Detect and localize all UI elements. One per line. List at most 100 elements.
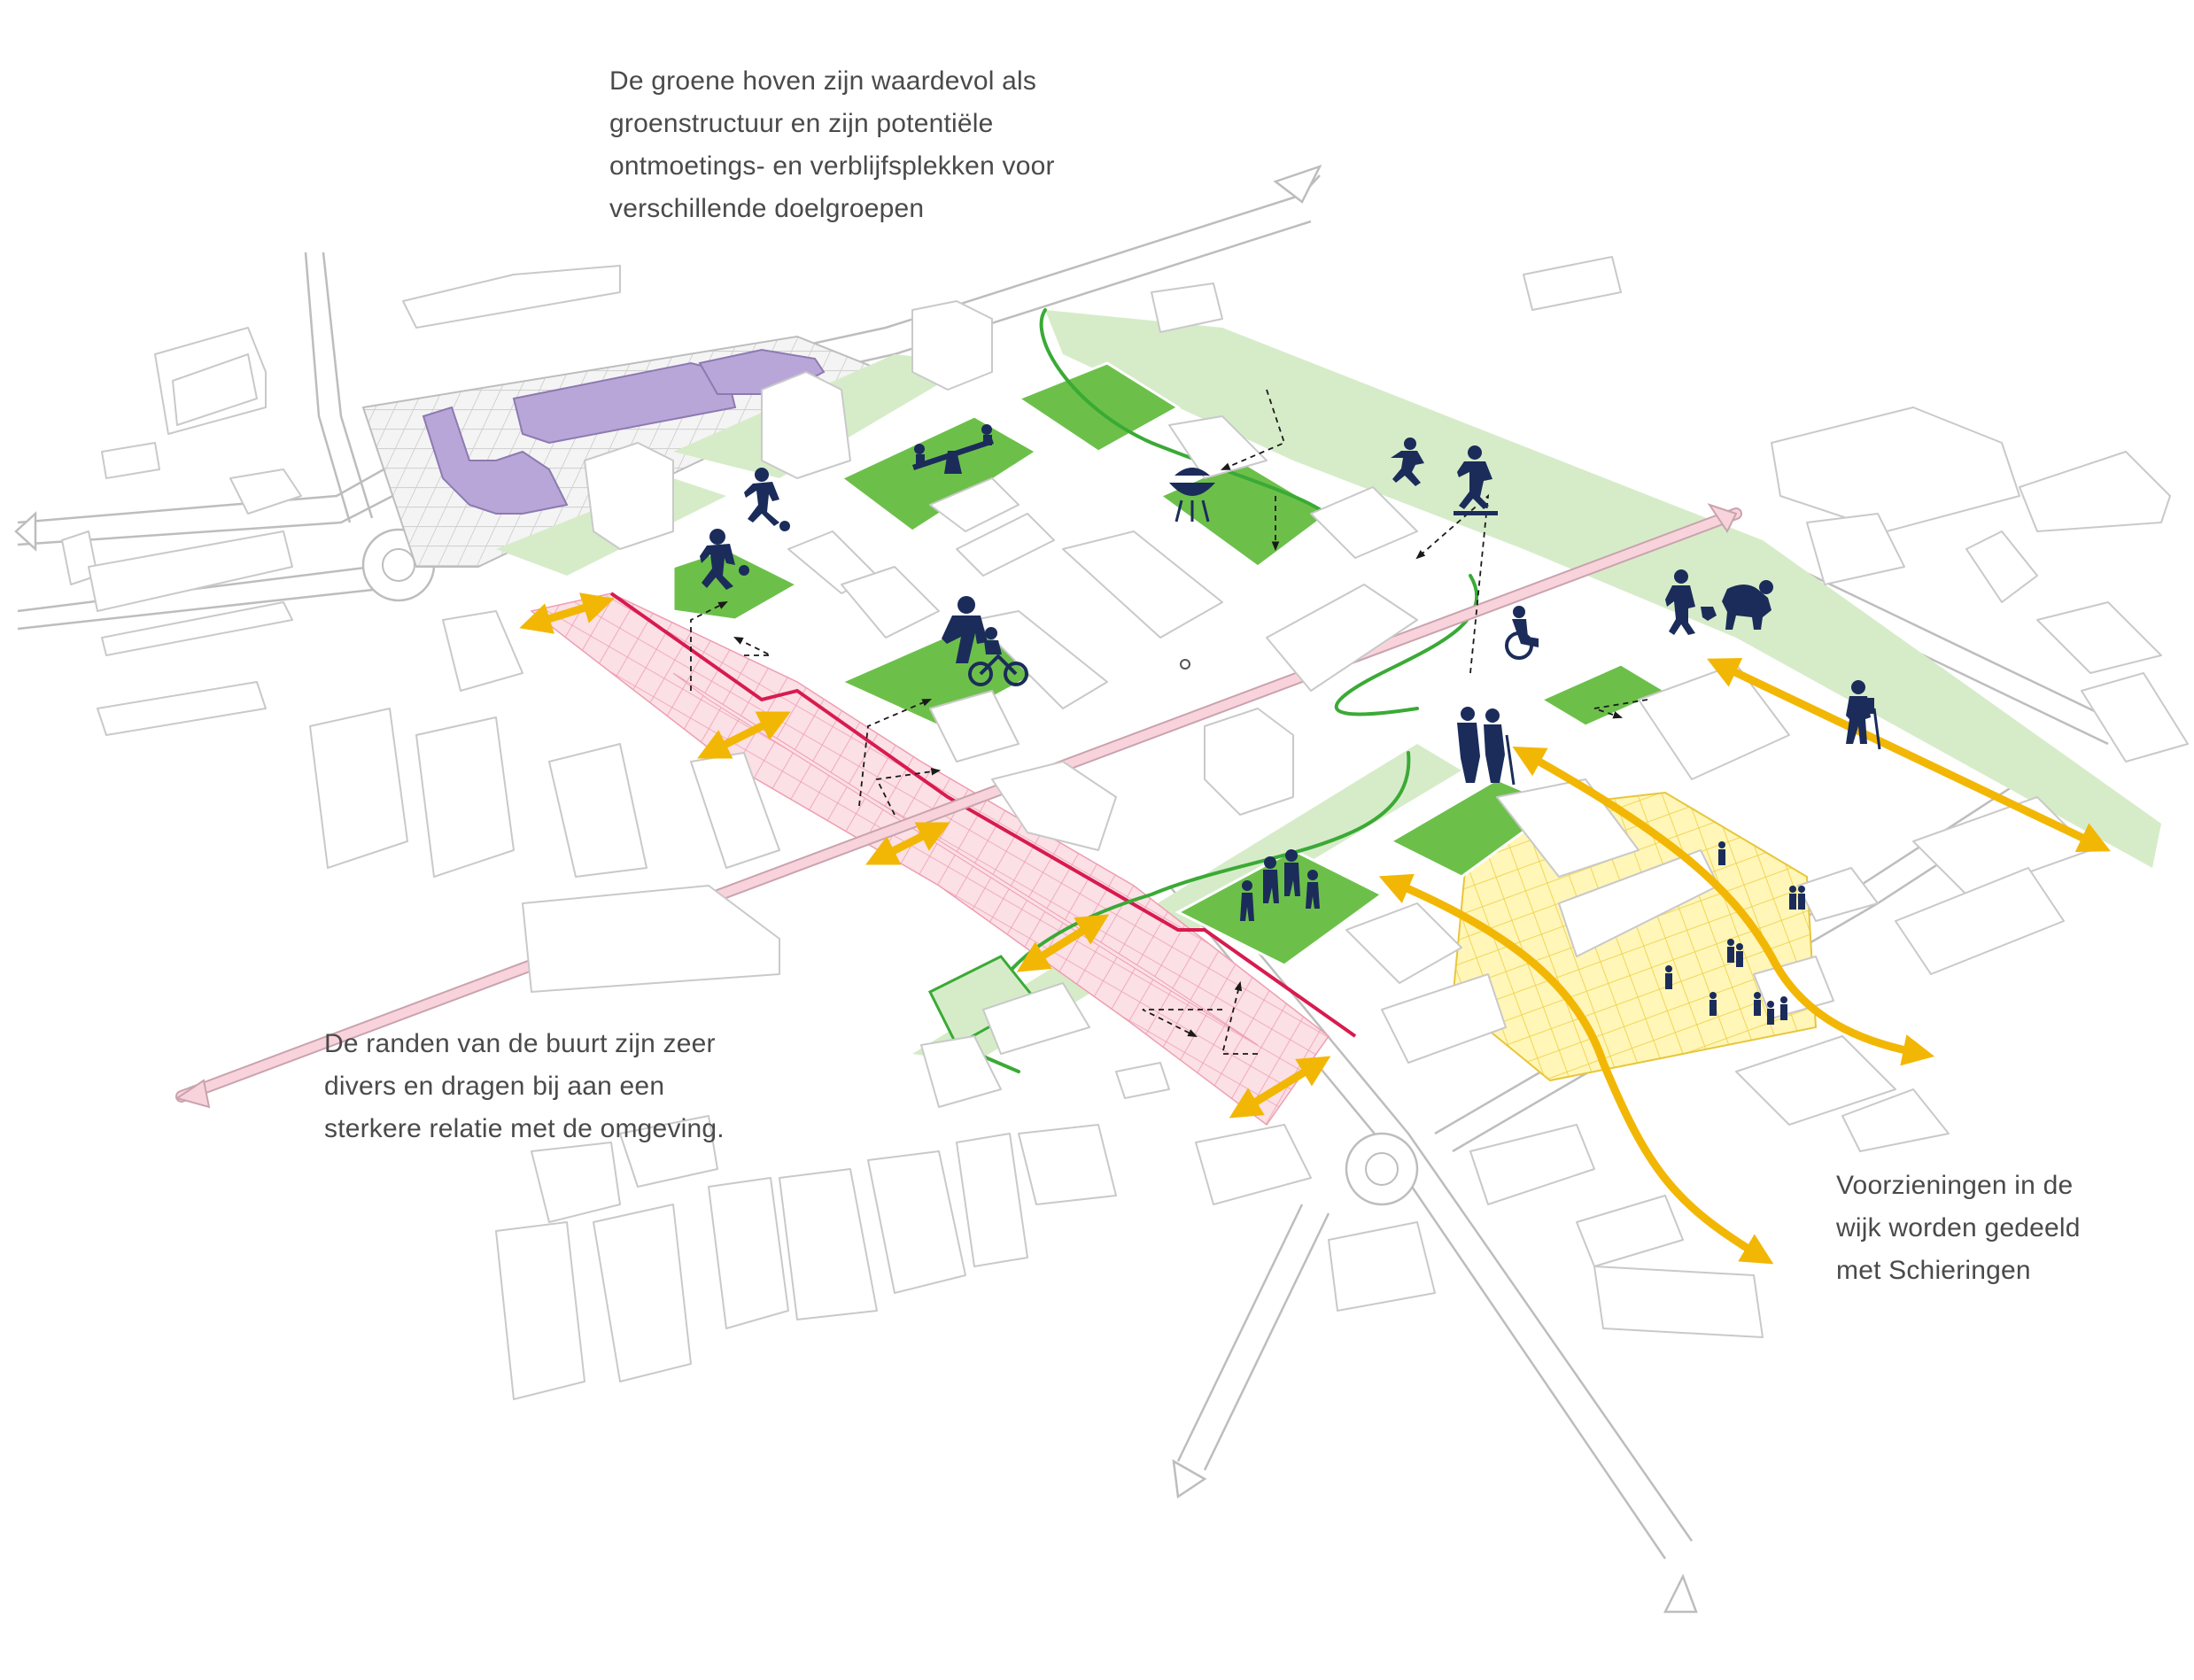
building xyxy=(97,681,267,736)
row-block xyxy=(956,513,1055,577)
building xyxy=(229,468,302,515)
building xyxy=(1841,1088,1950,1152)
building xyxy=(1018,1124,1117,1205)
row-block xyxy=(1345,902,1462,984)
dashed-link-1 xyxy=(690,601,728,691)
building xyxy=(2081,672,2189,763)
green-courts xyxy=(671,361,1669,967)
building xyxy=(1151,283,1223,333)
road-direction-arrows xyxy=(14,164,1698,1614)
building xyxy=(1328,1221,1436,1312)
annotation-line: Voorzieningen in de xyxy=(1836,1171,2074,1200)
building xyxy=(1469,1124,1595,1205)
building xyxy=(1806,513,1905,585)
building xyxy=(593,1204,692,1382)
row-block xyxy=(1204,708,1294,816)
seesaw-icon xyxy=(912,424,994,474)
road-south-west xyxy=(1176,1204,1304,1462)
football-player-icon xyxy=(744,468,790,531)
row-block xyxy=(841,566,940,639)
building xyxy=(1115,1062,1170,1099)
light-green-south xyxy=(912,744,1461,1063)
building xyxy=(2019,451,2171,532)
dashed-link-8 xyxy=(1142,1009,1222,1037)
light-green-strip-east xyxy=(1045,310,2161,868)
building xyxy=(531,1142,621,1223)
bbq-icon xyxy=(1169,468,1215,523)
purple-building-2 xyxy=(512,361,737,445)
annotation-line: De randen van de buurt zijn zeer xyxy=(324,1029,716,1058)
annotation-line: wijk worden gedeeld xyxy=(1836,1213,2081,1243)
row-block xyxy=(1062,530,1223,639)
annotation-line: verschillende doelgroepen xyxy=(609,194,925,223)
row-block xyxy=(929,690,1019,763)
building xyxy=(402,265,621,329)
building xyxy=(1965,530,2038,603)
dashed-link-4 xyxy=(875,767,942,816)
tower xyxy=(911,300,993,391)
road-south-west-b xyxy=(1203,1212,1330,1471)
row-block xyxy=(1638,663,1790,780)
purple-buildings xyxy=(422,348,826,515)
dog-walker-icon xyxy=(1665,569,1773,635)
skater-icon xyxy=(1391,437,1424,486)
roundabout-south xyxy=(1345,1132,1419,1206)
tower xyxy=(761,371,851,479)
row-block xyxy=(1310,486,1418,559)
building xyxy=(956,1133,1028,1267)
road-arrow-northeast xyxy=(1273,164,1322,204)
row-block xyxy=(1266,584,1418,692)
tower xyxy=(584,442,674,550)
building xyxy=(522,885,780,993)
green-line-north xyxy=(1039,308,1339,524)
dashed-link-9 xyxy=(1221,980,1258,1055)
building xyxy=(1523,256,1622,311)
elderly-couple-icon xyxy=(1457,707,1516,786)
building xyxy=(1771,406,2020,532)
building xyxy=(548,743,647,878)
annotation-line: De groene hoven zijn waardevol als xyxy=(609,66,1037,96)
crowd-people-icon xyxy=(1665,841,1805,1025)
wheelchair-icon xyxy=(1505,606,1539,660)
annotation-line: sterkere relatie met de omgeving. xyxy=(324,1114,725,1143)
annotation-edges: De randen van de buurt zijn zeer divers … xyxy=(324,1023,725,1150)
football-player-icon xyxy=(700,529,749,590)
group-people-icon xyxy=(1240,849,1320,921)
road-arrow-south xyxy=(1663,1573,1698,1614)
yellow-arrow-1 xyxy=(519,592,615,634)
roundabout-west-inner xyxy=(382,548,415,582)
dashed-link-7 xyxy=(1415,493,1490,674)
dashed-link-10 xyxy=(1593,699,1648,719)
building xyxy=(779,1168,878,1320)
row-block xyxy=(1381,973,1507,1064)
building xyxy=(88,530,293,612)
building xyxy=(309,708,408,869)
building xyxy=(619,1115,718,1188)
yellow-arrow-5 xyxy=(1229,1056,1331,1119)
marker-dot xyxy=(1180,659,1190,670)
building xyxy=(1593,1266,1764,1338)
building xyxy=(101,601,293,656)
building xyxy=(101,442,160,479)
dashed-link-3 xyxy=(858,699,932,807)
annotation-line: met Schieringen xyxy=(1836,1256,2031,1285)
building xyxy=(415,716,515,878)
building xyxy=(172,353,258,426)
yellow-arrow-2 xyxy=(697,711,791,759)
parent-child-bike-icon xyxy=(942,596,1028,686)
green-court-2 xyxy=(839,414,1039,533)
road-southwest-b xyxy=(17,587,382,631)
building xyxy=(2036,601,2162,674)
building xyxy=(442,610,523,692)
row-block xyxy=(973,610,1108,709)
building xyxy=(867,1150,966,1294)
pink-route-head-ne xyxy=(1707,503,1738,533)
annotation-green-courts: De groene hoven zijn waardevol als groen… xyxy=(609,60,1055,230)
hiker-icon xyxy=(1846,680,1881,750)
annotation-facilities: Voorzieningen in de wijk worden gedeeld … xyxy=(1836,1165,2081,1292)
building xyxy=(920,1035,1002,1108)
road-west-diagonal xyxy=(304,252,352,523)
green-court-3 xyxy=(1015,361,1181,453)
building xyxy=(495,1221,585,1400)
